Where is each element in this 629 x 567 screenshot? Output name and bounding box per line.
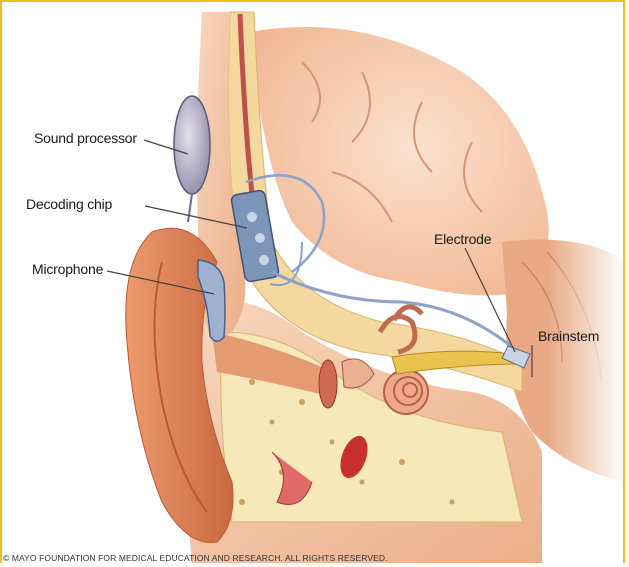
label-decoding-chip: Decoding chip xyxy=(26,196,112,212)
label-electrode: Electrode xyxy=(434,231,491,247)
label-microphone: Microphone xyxy=(32,261,103,277)
label-sound-processor: Sound processor xyxy=(34,130,137,146)
eardrum xyxy=(319,360,337,408)
copyright-notice: © MAYO FOUNDATION FOR MEDICAL EDUCATION … xyxy=(3,553,388,563)
sound-processor-device xyxy=(174,96,210,194)
cochlea xyxy=(384,370,428,414)
label-brainstem: Brainstem xyxy=(538,328,599,344)
cochlear-implant-illustration xyxy=(2,2,625,563)
